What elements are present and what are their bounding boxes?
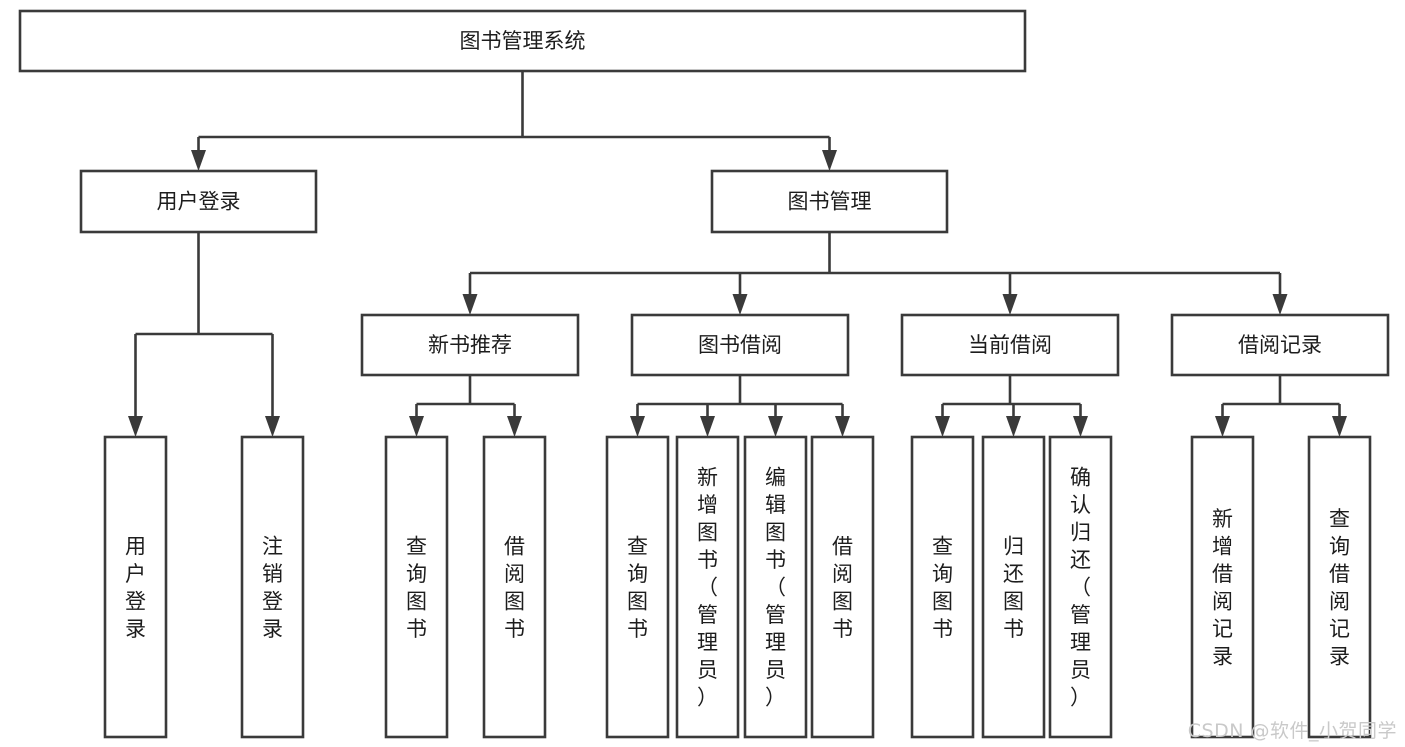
node-leaf-query-book-2[interactable]: 查询图书 <box>605 435 670 739</box>
arrow-head-icon <box>732 294 748 315</box>
connector-layer <box>128 71 1347 437</box>
arrow-head-icon <box>1073 416 1088 437</box>
node-leaf-borrow-book-2[interactable]: 借阅图书 <box>810 435 875 739</box>
arrow-head-icon <box>1215 416 1230 437</box>
arrow-head-icon <box>462 294 478 315</box>
node-leaf-edit-book[interactable]: 编辑图书（管理员） <box>743 435 808 739</box>
connector-group-borrow-record <box>1215 375 1347 437</box>
node-book-manage[interactable]: 图书管理 <box>710 169 949 234</box>
node-box[interactable] <box>384 435 449 739</box>
node-box[interactable] <box>1170 313 1390 377</box>
node-leaf-logout[interactable]: 注销登录 <box>240 435 305 739</box>
node-leaf-query-book-1[interactable]: 查询图书 <box>384 435 449 739</box>
connector-group-current-borrow <box>935 375 1088 437</box>
node-label: 借阅图书 <box>832 534 853 641</box>
node-label: 确认归还（管理员） <box>1070 466 1091 710</box>
arrow-head-icon <box>1332 416 1347 437</box>
connector-group-new-book-rec <box>409 375 522 437</box>
node-leaf-query-record[interactable]: 查询借阅记录 <box>1307 435 1372 739</box>
node-box[interactable] <box>630 313 850 377</box>
node-current-borrow[interactable]: 当前借阅 <box>900 313 1120 377</box>
node-label: 用户登录 <box>157 190 241 214</box>
node-label: 编辑图书（管理员） <box>765 466 786 710</box>
arrow-head-icon <box>409 416 424 437</box>
node-leaf-confirm-return[interactable]: 确认归还（管理员） <box>1048 435 1113 739</box>
node-label: 图书管理 <box>788 190 872 214</box>
node-label: 查询图书 <box>627 534 648 641</box>
arrow-head-icon <box>822 150 837 171</box>
node-label: 新增借阅记录 <box>1212 507 1233 669</box>
node-label: 借阅图书 <box>504 534 525 641</box>
node-box[interactable] <box>675 435 740 739</box>
connector-group-book-borrow <box>630 375 850 437</box>
node-leaf-add-record[interactable]: 新增借阅记录 <box>1190 435 1255 739</box>
node-label: 新增图书（管理员） <box>697 466 718 710</box>
node-leaf-borrow-book-1[interactable]: 借阅图书 <box>482 435 547 739</box>
node-label: 新书推荐 <box>428 333 512 357</box>
node-box[interactable] <box>482 435 547 739</box>
node-box[interactable] <box>103 435 168 739</box>
node-book-borrow[interactable]: 图书借阅 <box>630 313 850 377</box>
node-label: 借阅记录 <box>1238 333 1322 357</box>
node-leaf-user-login[interactable]: 用户登录 <box>103 435 168 739</box>
arrow-head-icon <box>935 416 950 437</box>
node-label: 查询图书 <box>932 534 953 641</box>
connector-group-book-manage <box>462 232 1288 315</box>
arrow-head-icon <box>191 150 206 171</box>
csdn-watermark: CSDN @软件_小贺同学 <box>1187 720 1397 742</box>
node-box[interactable] <box>743 435 808 739</box>
node-box[interactable] <box>910 435 975 739</box>
node-label: 当前借阅 <box>968 333 1052 357</box>
node-box[interactable] <box>981 435 1046 739</box>
node-box[interactable] <box>605 435 670 739</box>
node-box[interactable] <box>240 435 305 739</box>
node-root[interactable]: 图书管理系统 <box>18 9 1027 73</box>
node-box[interactable] <box>710 169 949 234</box>
node-box[interactable] <box>810 435 875 739</box>
arrow-head-icon <box>507 416 522 437</box>
node-leaf-add-book[interactable]: 新增图书（管理员） <box>675 435 740 739</box>
node-leaf-return-book[interactable]: 归还图书 <box>981 435 1046 739</box>
node-box[interactable] <box>1307 435 1372 739</box>
node-layer: 图书管理系统用户登录图书管理新书推荐图书借阅当前借阅借阅记录用户登录注销登录查询… <box>18 9 1390 739</box>
arrow-head-icon <box>835 416 850 437</box>
node-leaf-query-book-3[interactable]: 查询图书 <box>910 435 975 739</box>
arrow-head-icon <box>128 416 143 437</box>
arrow-head-icon <box>768 416 783 437</box>
node-label: 图书借阅 <box>698 333 782 357</box>
node-box[interactable] <box>900 313 1120 377</box>
node-borrow-record[interactable]: 借阅记录 <box>1170 313 1390 377</box>
node-label: 用户登录 <box>125 534 146 641</box>
node-new-book-rec[interactable]: 新书推荐 <box>360 313 580 377</box>
arrow-head-icon <box>1272 294 1288 315</box>
arrow-head-icon <box>1006 416 1021 437</box>
node-label: 查询图书 <box>406 534 427 641</box>
node-box[interactable] <box>18 9 1027 73</box>
node-box[interactable] <box>360 313 580 377</box>
node-label: 图书管理系统 <box>460 29 586 53</box>
connector-group-user-login <box>128 232 280 437</box>
arrow-head-icon <box>1002 294 1018 315</box>
node-label: 归还图书 <box>1003 534 1024 641</box>
node-box[interactable] <box>1048 435 1113 739</box>
node-user-login[interactable]: 用户登录 <box>79 169 318 234</box>
connector-group-root <box>191 71 837 171</box>
node-box[interactable] <box>1190 435 1255 739</box>
node-label: 注销登录 <box>262 534 283 641</box>
arrow-head-icon <box>630 416 645 437</box>
node-box[interactable] <box>79 169 318 234</box>
node-label: 查询借阅记录 <box>1329 507 1350 669</box>
arrow-head-icon <box>700 416 715 437</box>
arrow-head-icon <box>265 416 280 437</box>
